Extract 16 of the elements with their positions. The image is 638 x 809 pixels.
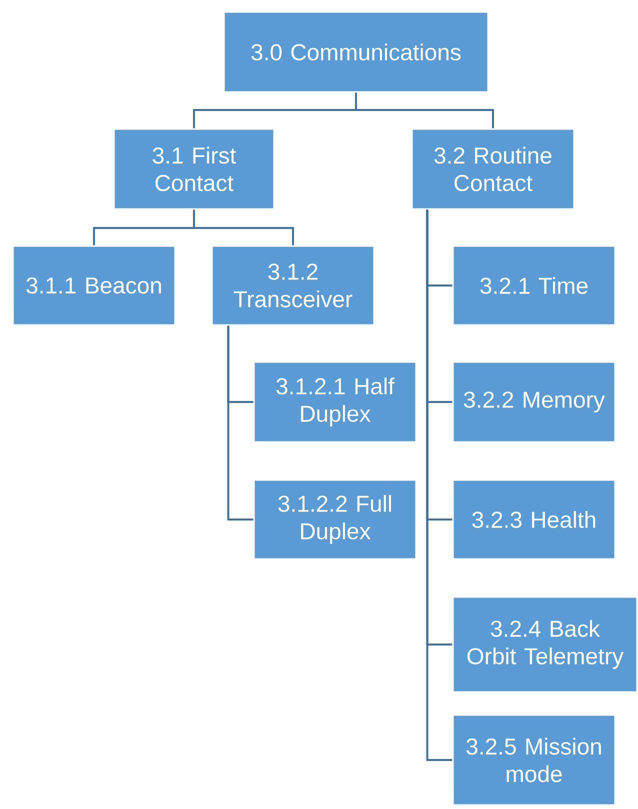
process-box: 3.1.2 Transceiver <box>211 245 375 326</box>
process-box: 3.1.1 Beacon <box>12 245 176 326</box>
process-box: 3.2.5 Mission mode <box>452 714 616 806</box>
process-box: 3.2.1 Time <box>452 245 616 326</box>
connector-line <box>193 210 294 246</box>
process-box: 3.0 Communications <box>223 11 489 93</box>
process-box: 3.1.2.1 Half Duplex <box>253 361 417 443</box>
connector-line <box>426 210 452 761</box>
process-box: 3.2 Routine Contact <box>411 128 575 210</box>
process-box: 3.2.4 Back Orbit Telemetry <box>452 596 638 693</box>
process-box: 3.2.2 Memory <box>452 361 616 443</box>
process-box: 3.1.2.2 Full Duplex <box>253 479 417 560</box>
connector-line <box>355 92 494 128</box>
connector-line <box>227 326 254 520</box>
process-box: 3.2.3 Health <box>452 479 616 560</box>
process-box: 3.1 First Contact <box>113 128 275 210</box>
